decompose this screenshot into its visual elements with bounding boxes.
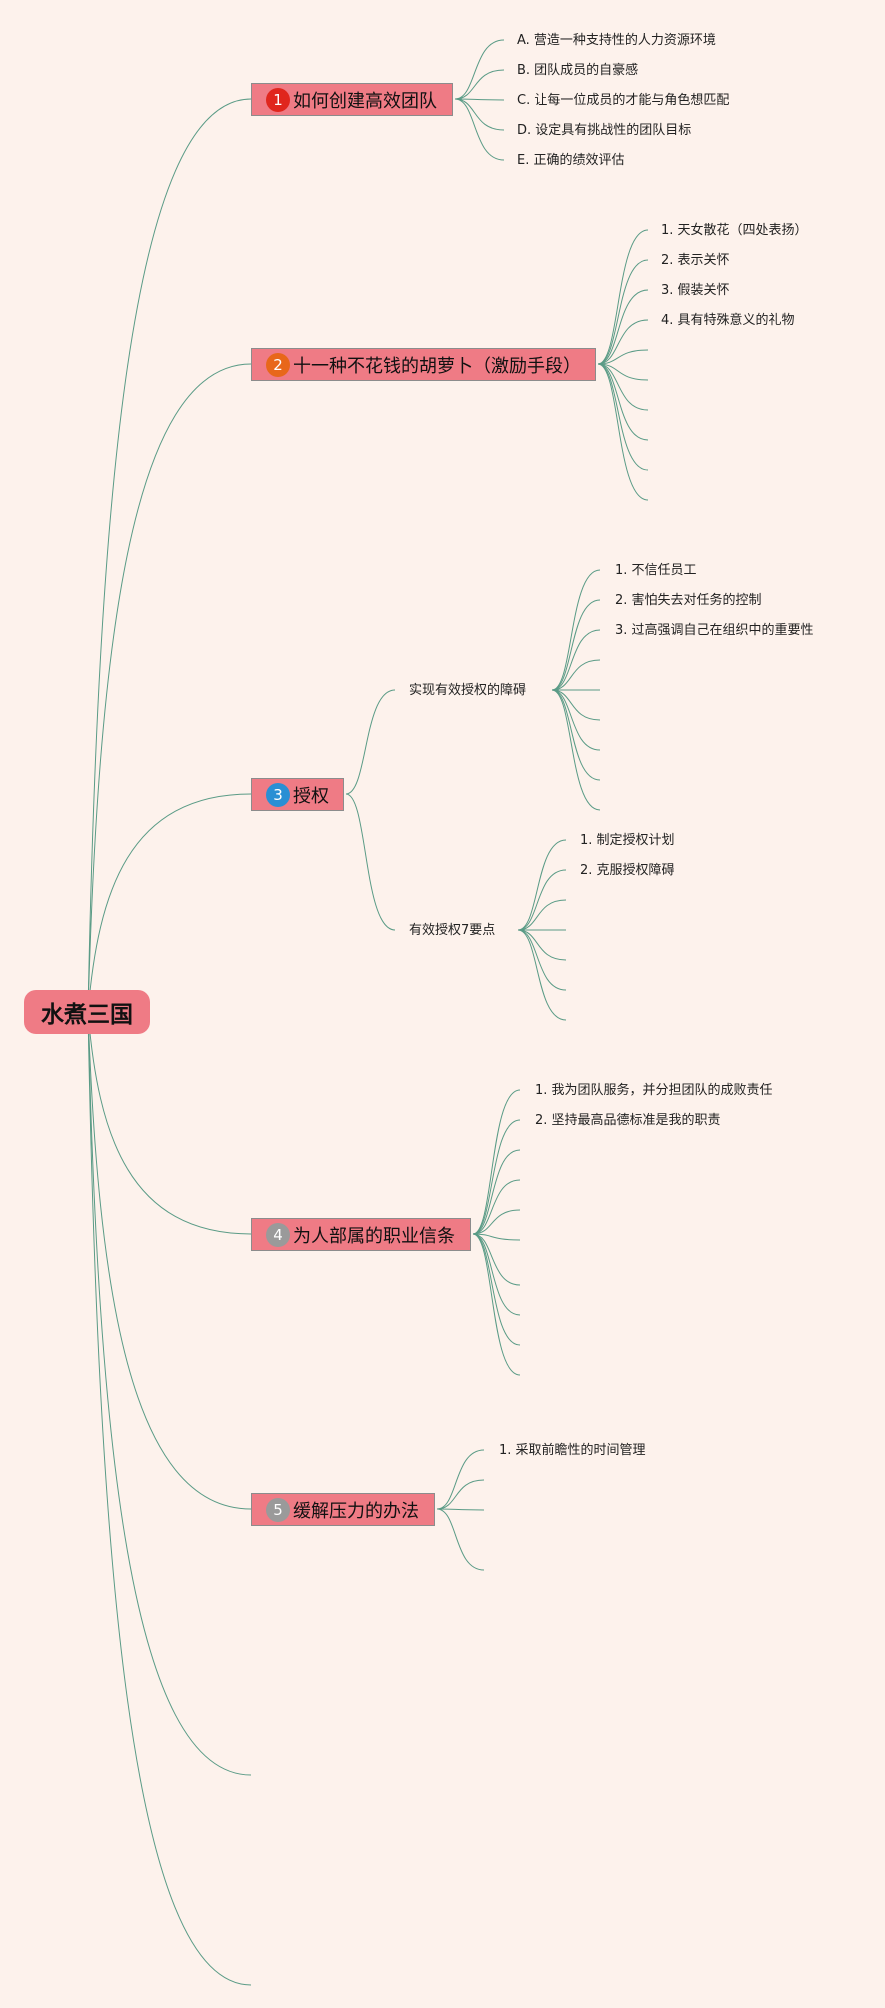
connector-line bbox=[597, 289, 649, 365]
list-item[interactable]: 3. 过高强调自己在组织中的重要性 bbox=[615, 623, 814, 638]
connector-line bbox=[551, 689, 601, 811]
connector-line bbox=[454, 98, 505, 131]
list-item[interactable]: 3. 假装关怀 bbox=[661, 283, 730, 298]
list-item[interactable]: 2. 害怕失去对任务的控制 bbox=[615, 593, 762, 608]
connector-line bbox=[551, 659, 601, 691]
topic-label: 十一种不花钱的胡萝卜（激励手段） bbox=[293, 355, 581, 377]
list-item[interactable]: 1. 制定授权计划 bbox=[580, 833, 675, 848]
connector-line bbox=[597, 319, 649, 365]
connector-line bbox=[472, 1233, 521, 1376]
list-item[interactable]: 1. 采取前瞻性的时间管理 bbox=[499, 1443, 646, 1458]
connector-line bbox=[436, 1479, 485, 1510]
list-item[interactable]: 1. 天女散花（四处表扬） bbox=[661, 223, 808, 238]
connector-line bbox=[597, 349, 649, 365]
number-4-icon: 4 bbox=[266, 1222, 290, 1247]
connector-line bbox=[472, 1233, 521, 1241]
trunk-line bbox=[87, 1011, 252, 1776]
root-label: 水煮三国 bbox=[41, 1002, 133, 1028]
connector-line bbox=[517, 899, 567, 931]
connector-line bbox=[551, 689, 601, 721]
trunk-line bbox=[87, 1011, 252, 1510]
trunk-line bbox=[87, 363, 252, 1013]
connector-line bbox=[472, 1233, 521, 1286]
connector-line bbox=[454, 39, 505, 100]
connector-line bbox=[472, 1119, 521, 1235]
topic-stress-relief[interactable]: 5 缓解压力的办法 bbox=[251, 1493, 435, 1526]
list-item[interactable]: A. 营造一种支持性的人力资源环境 bbox=[517, 33, 716, 48]
list-item[interactable]: B. 团队成员的自豪感 bbox=[517, 63, 639, 78]
connector-line bbox=[517, 929, 567, 961]
topic-label: 缓解压力的办法 bbox=[293, 1500, 419, 1522]
trunk-line bbox=[87, 1011, 252, 1986]
connector-line bbox=[551, 599, 601, 691]
topic-free-incentives[interactable]: 2 十一种不花钱的胡萝卜（激励手段） bbox=[251, 348, 596, 381]
connector-line bbox=[436, 1508, 485, 1511]
topic-label: 授权 bbox=[293, 785, 329, 807]
list-item[interactable]: 2. 表示关怀 bbox=[661, 253, 730, 268]
trunk-line bbox=[87, 793, 252, 1013]
connector-line bbox=[517, 869, 567, 931]
connector-line bbox=[597, 259, 649, 365]
connector-line bbox=[551, 689, 601, 751]
list-item[interactable]: C. 让每一位成员的才能与角色想匹配 bbox=[517, 93, 730, 108]
connector-line bbox=[345, 689, 396, 795]
trunk-line bbox=[87, 1011, 252, 1235]
list-item[interactable]: 1. 我为团队服务，并分担团队的成败责任 bbox=[535, 1083, 773, 1098]
list-item[interactable]: 4. 具有特殊意义的礼物 bbox=[661, 313, 795, 328]
connector-line bbox=[517, 929, 567, 991]
list-item[interactable]: 2. 克服授权障碍 bbox=[580, 863, 675, 878]
connector-line bbox=[517, 839, 567, 931]
number-3-icon: 3 bbox=[266, 782, 290, 807]
connector-line bbox=[472, 1233, 521, 1316]
connector-line bbox=[472, 1089, 521, 1235]
connector-line bbox=[345, 793, 396, 931]
topic-label: 如何创建高效团队 bbox=[293, 90, 437, 112]
subtopic-seven-points[interactable]: 有效授权7要点 bbox=[409, 923, 496, 938]
connector-line bbox=[436, 1508, 485, 1571]
connector-line bbox=[517, 929, 567, 1021]
connector-line bbox=[597, 363, 649, 501]
trunk-line bbox=[87, 98, 252, 1013]
connector-line bbox=[551, 569, 601, 691]
connector-line bbox=[597, 363, 649, 381]
topic-label: 为人部属的职业信条 bbox=[293, 1225, 455, 1247]
connector-line bbox=[436, 1449, 485, 1510]
connector-line bbox=[454, 69, 505, 100]
topic-create-team[interactable]: 1 如何创建高效团队 bbox=[251, 83, 453, 116]
list-item[interactable]: E. 正确的绩效评估 bbox=[517, 153, 625, 168]
connector-line bbox=[472, 1179, 521, 1235]
connector-line bbox=[597, 229, 649, 365]
connector-line bbox=[551, 629, 601, 691]
connector-line bbox=[454, 98, 505, 101]
root-topic[interactable]: 水煮三国 bbox=[24, 990, 150, 1034]
connector-line bbox=[472, 1149, 521, 1235]
topic-subordinate-creed[interactable]: 4 为人部属的职业信条 bbox=[251, 1218, 471, 1251]
topic-delegation[interactable]: 3 授权 bbox=[251, 778, 344, 811]
connector-line bbox=[454, 98, 505, 161]
list-item[interactable]: 1. 不信任员工 bbox=[615, 563, 697, 578]
list-item[interactable]: D. 设定具有挑战性的团队目标 bbox=[517, 123, 692, 138]
connector-line bbox=[472, 1209, 521, 1235]
subtopic-barriers[interactable]: 实现有效授权的障碍 bbox=[409, 683, 527, 698]
number-5-icon: 5 bbox=[266, 1497, 290, 1522]
connector-line bbox=[597, 363, 649, 441]
connector-line bbox=[597, 363, 649, 411]
list-item[interactable]: 2. 坚持最高品德标准是我的职责 bbox=[535, 1113, 721, 1128]
number-2-icon: 2 bbox=[266, 352, 290, 377]
number-1-icon: 1 bbox=[266, 87, 290, 112]
